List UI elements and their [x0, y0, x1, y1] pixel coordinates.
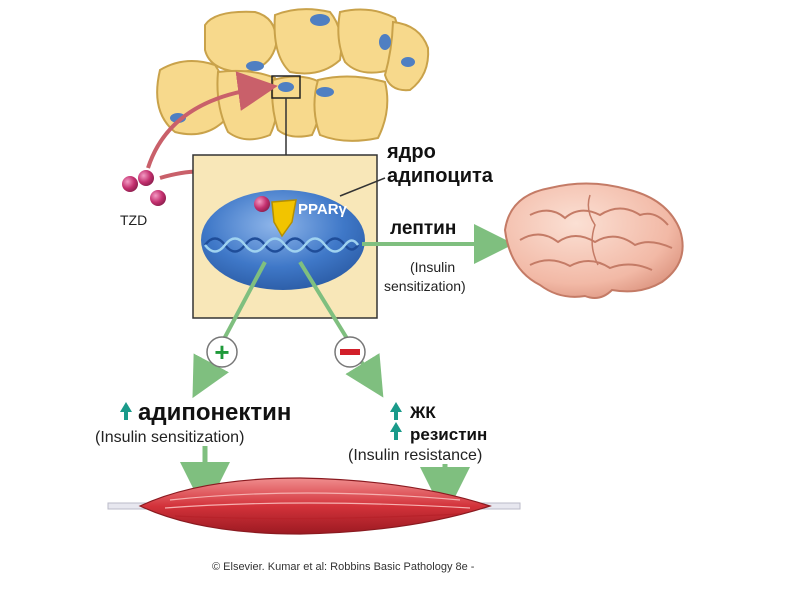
nucleus-label-line1: ядро — [386, 141, 436, 163]
resistin-branch-arrow — [298, 260, 384, 398]
increase-arrow-resistin — [390, 422, 402, 440]
ppar-receptor-shape — [271, 199, 297, 238]
increase-arrow-ffa — [390, 402, 402, 420]
adipocyte-nucleus — [201, 190, 365, 290]
leptin-note-2: sensitization) — [384, 278, 466, 294]
plus-sign: + — [214, 337, 229, 367]
dna-helix — [204, 237, 360, 253]
leptin-note-1: (Insulin — [410, 259, 455, 275]
muscle-icon — [107, 477, 521, 535]
minus-sign: − — [350, 359, 351, 361]
adiponectin-note: (Insulin sensitization) — [95, 429, 244, 446]
nucleus-label-line2: адипоцита — [387, 165, 494, 187]
tzd-to-cell-arrow — [146, 71, 278, 169]
leptin-label: лептин — [390, 218, 456, 239]
brain-icon — [503, 182, 684, 299]
nucleus-pointer — [339, 177, 386, 197]
tzd-label: TZD — [120, 212, 147, 228]
adipocyte-cluster — [156, 8, 430, 142]
ppar-label: PPARγ — [298, 201, 348, 218]
copyright-text: © Elsevier. Kumar et al: Robbins Basic P… — [212, 561, 475, 573]
resistin-label: резистин — [410, 425, 487, 444]
adiponectin-branch-arrow — [192, 261, 267, 399]
tzd-molecules — [122, 170, 166, 206]
increase-arrow-adiponectin — [120, 402, 132, 420]
bound-tzd-molecule — [254, 196, 270, 212]
resistin-note: (Insulin resistance) — [348, 447, 482, 464]
ffa-label: ЖК — [409, 403, 436, 422]
stimulation-sign — [206, 336, 238, 368]
adiponectin-label: адипонектин — [138, 399, 291, 426]
minus-sign-bar — [340, 349, 360, 355]
